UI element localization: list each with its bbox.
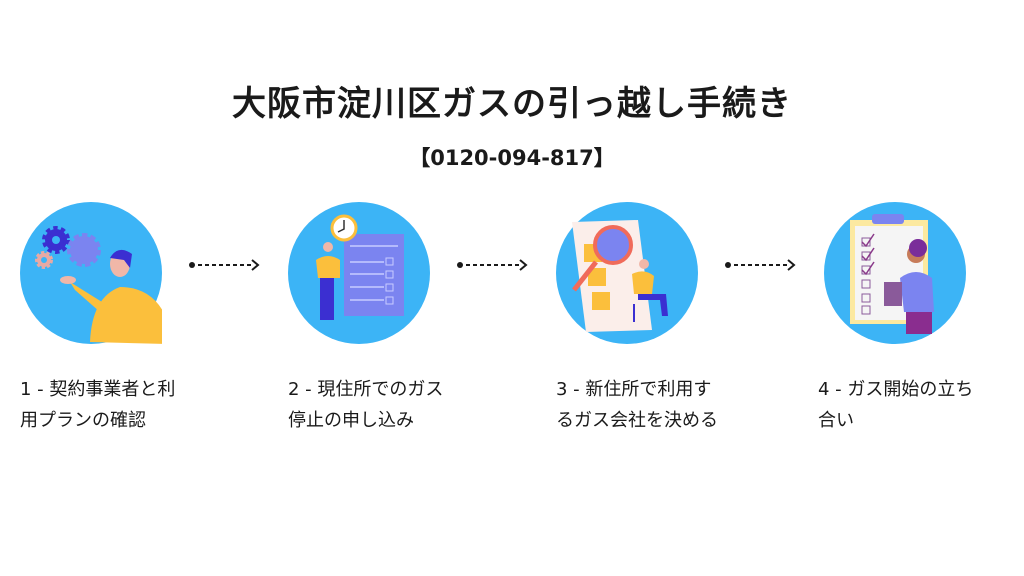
arrow-right-icon (725, 259, 796, 271)
step-4-line-1: 4 - ガス開始の立ち (818, 379, 974, 400)
woman-checklist-clock-icon (288, 202, 430, 344)
arrow-right-icon (457, 259, 528, 271)
step-4-illustration (824, 202, 966, 344)
arrow-right-icon (189, 259, 260, 271)
step-4-line-2: 合い (818, 410, 854, 431)
step-3-label: 3 - 新住所で利用するガス会社を決める (556, 374, 776, 436)
step-1-line-2: 用プランの確認 (20, 410, 146, 431)
step-2-line-2: 停止の申し込み (288, 410, 414, 431)
phone-number: 【0120-094-817】 (409, 146, 615, 170)
step-1-label: 1 - 契約事業者と利用プランの確認 (20, 374, 240, 436)
step-1-illustration (20, 202, 162, 344)
step-3-illustration (556, 202, 698, 344)
step-4-label: 4 - ガス開始の立ち合い (818, 374, 1024, 436)
step-3-line-1: 3 - 新住所で利用す (556, 379, 712, 400)
step-1-line-1: 1 - 契約事業者と利 (20, 379, 176, 400)
man-clipboard-icon (824, 202, 966, 344)
page-title: 大阪市淀川区ガスの引っ越し手続き (232, 84, 792, 124)
step-3-line-2: るガス会社を決める (556, 410, 718, 431)
step-2-line-1: 2 - 現住所でのガス (288, 379, 444, 400)
step-2-label: 2 - 現住所でのガス停止の申し込み (288, 374, 508, 436)
step-2-illustration (288, 202, 430, 344)
person-with-gears-icon (20, 202, 162, 344)
magnifier-document-icon (556, 202, 698, 344)
